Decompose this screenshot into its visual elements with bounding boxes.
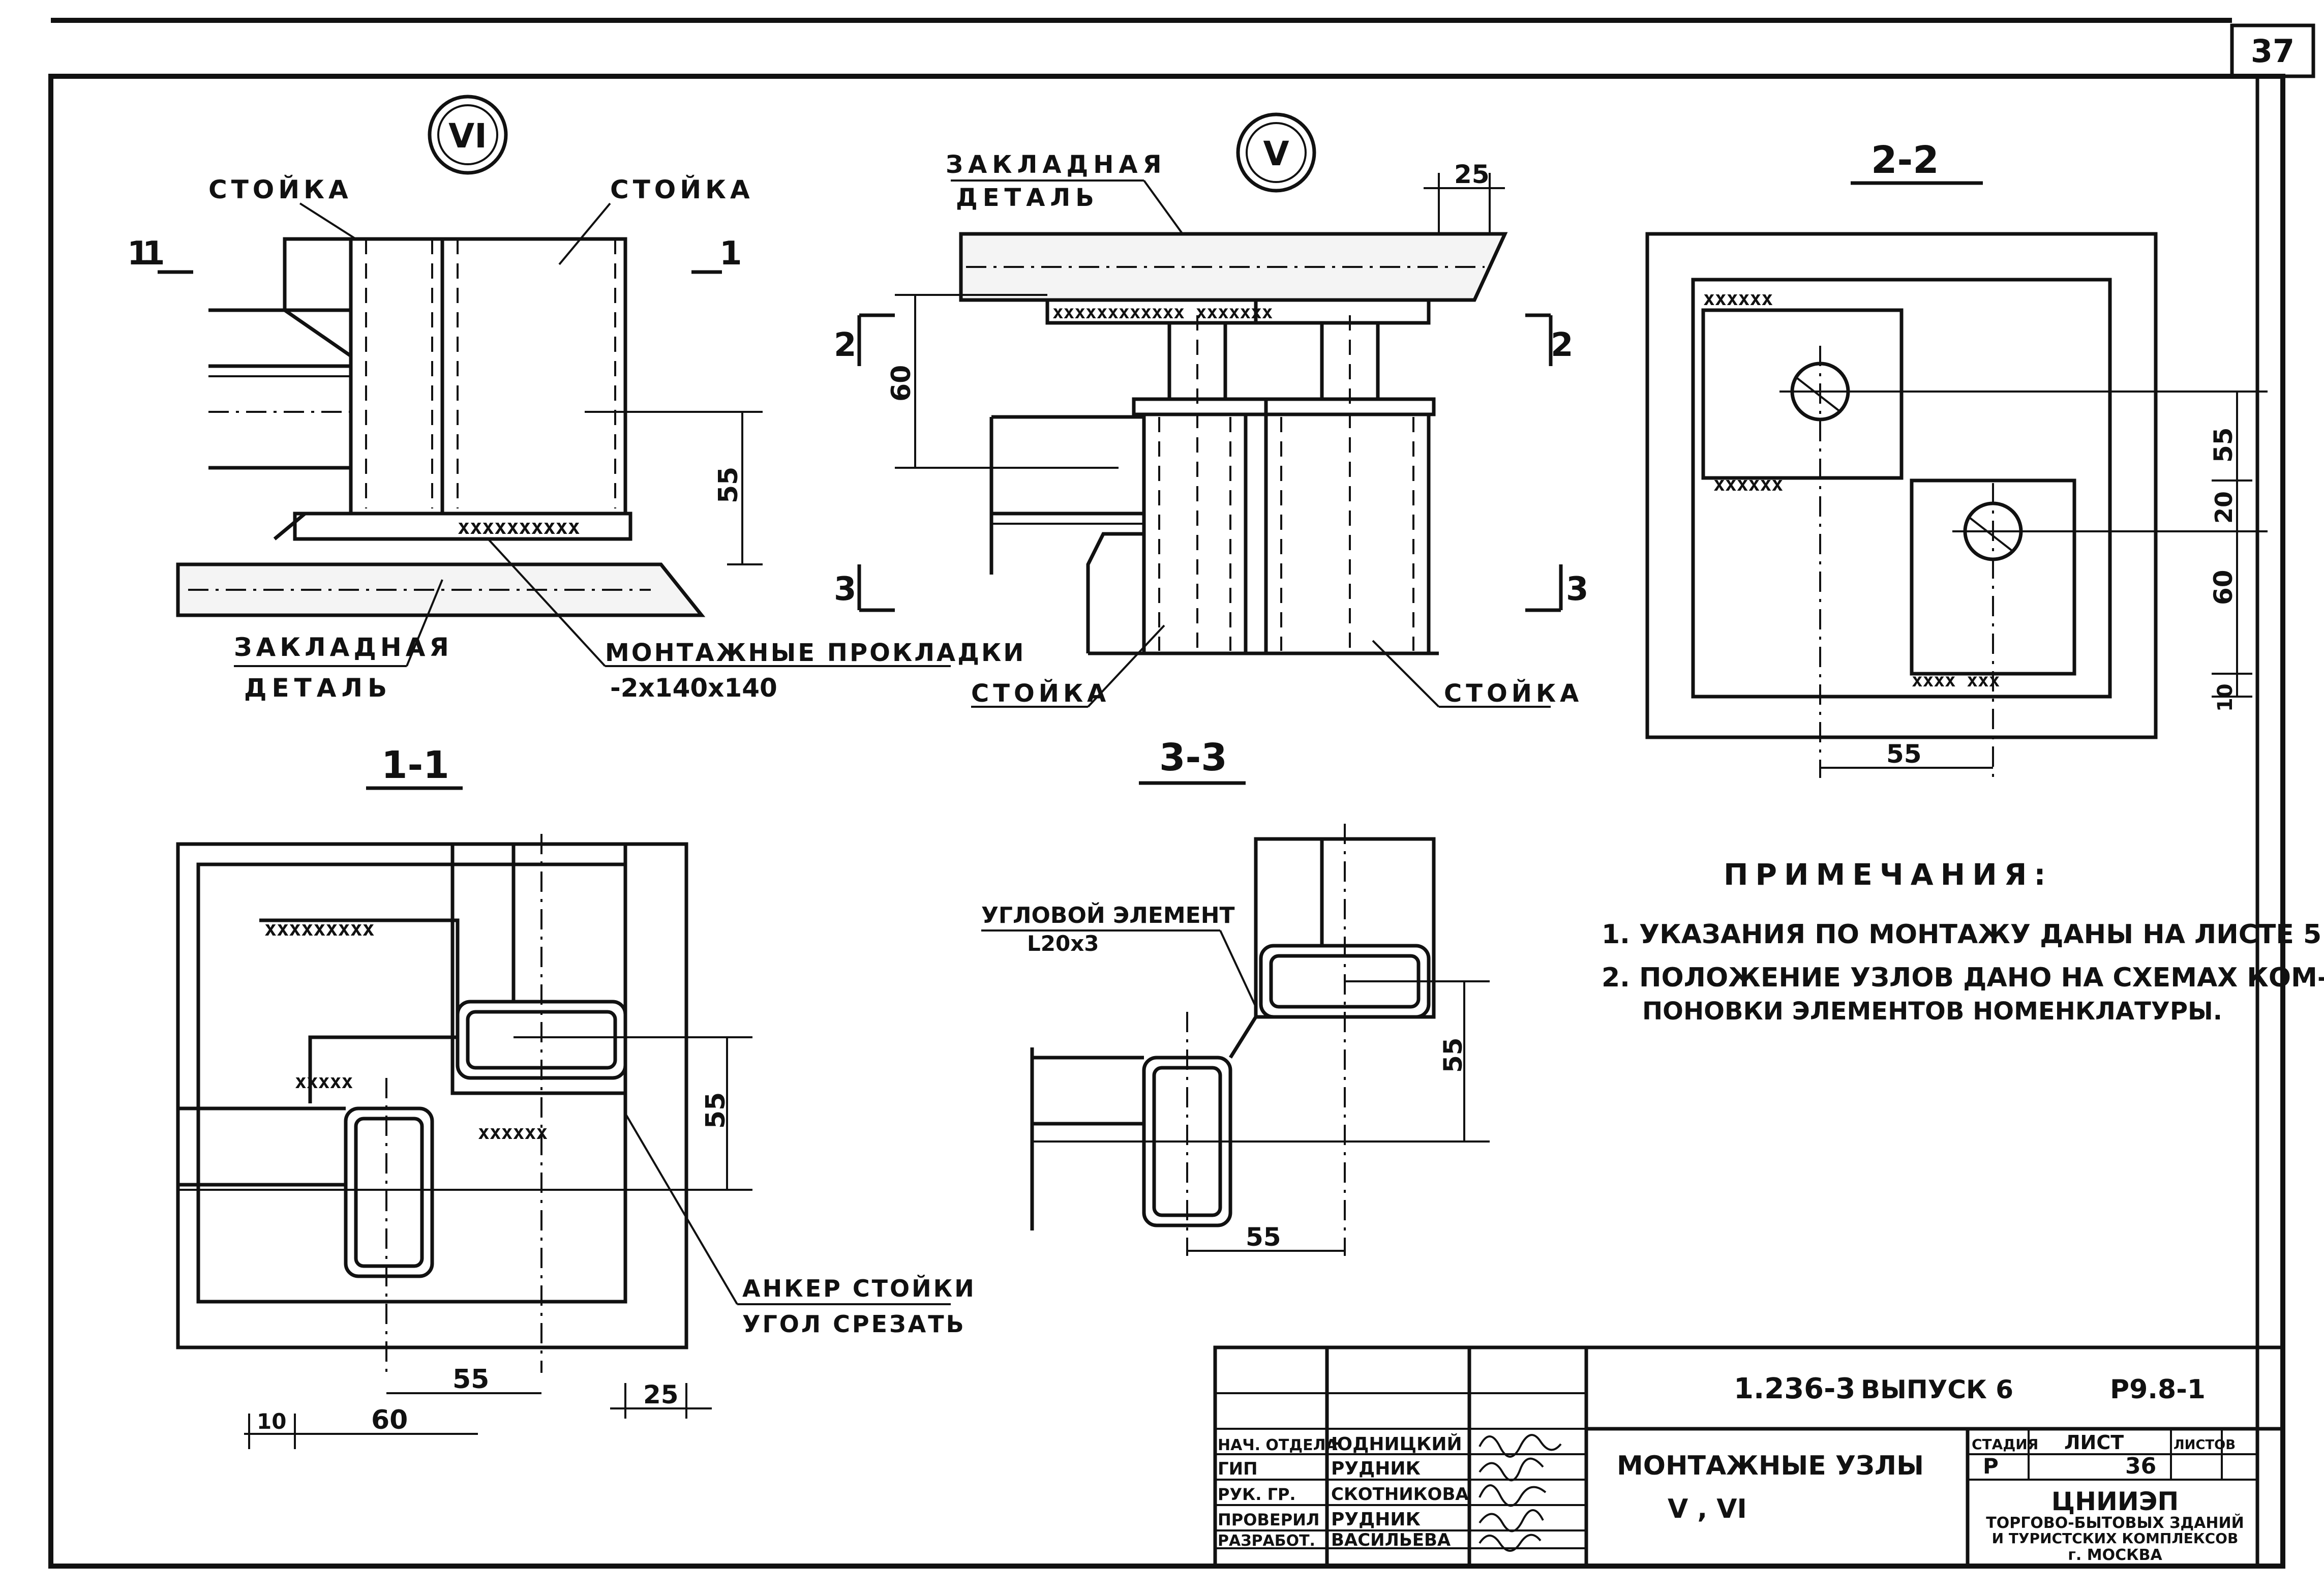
title-block-role-2: РУК. ГР. bbox=[1218, 1485, 1296, 1504]
detail-vi-marker: VI bbox=[448, 116, 487, 156]
detail-vi-label-post-right: СТОЙКА bbox=[610, 174, 754, 204]
title-block-org-2: ТОРГОВО-БЫТОВЫХ ЗДАНИЙ bbox=[1986, 1514, 2244, 1532]
title-block-doc: Р9.8-1 bbox=[2110, 1374, 2206, 1405]
notes-item-3: ПОНОВКИ ЭЛЕМЕНТОВ НОМЕНКЛАТУРЫ. bbox=[1642, 997, 2222, 1026]
title-block-name-4: ВАСИЛЬЕВА bbox=[1331, 1530, 1451, 1550]
detail-vi-label-pads: МОНТАЖНЫЕ ПРОКЛАДКИ bbox=[605, 639, 1025, 667]
section-2-2-dim-55-h: 55 bbox=[1886, 739, 1922, 769]
title-block-role-1: ГИП bbox=[1218, 1459, 1258, 1479]
detail-v-dim-60: 60 bbox=[886, 365, 917, 402]
title-block-role-0: НАЧ. ОТДЕЛА bbox=[1218, 1436, 1338, 1454]
section-1-1-label-anchor: АНКЕР СТОЙКИ bbox=[742, 1275, 976, 1302]
signature-3 bbox=[1478, 1509, 1544, 1533]
detail-vi-marker-outer bbox=[428, 95, 508, 175]
section-2-2-title: 2-2 bbox=[1871, 138, 1939, 182]
section-1-1-dim-55-h: 55 bbox=[452, 1364, 489, 1395]
title-block-drawing-subtitle: V , VI bbox=[1668, 1494, 1747, 1524]
section-1-1-title: 1-1 bbox=[381, 743, 449, 787]
detail-vi-label-post-left: СТОЙКА bbox=[208, 174, 352, 204]
detail-v-marker: V bbox=[1263, 134, 1289, 173]
title-block-sheets-header: ЛИСТОВ bbox=[2174, 1437, 2236, 1453]
signature-4 bbox=[1478, 1534, 1542, 1552]
detail-vi-pads-hatch: xxxxxxxxxx bbox=[458, 516, 580, 539]
title-block-stage-header: СТАДИЯ bbox=[1972, 1436, 2038, 1453]
title-block-issue: ВЫПУСК 6 bbox=[1861, 1375, 2013, 1404]
title-block-stage: Р bbox=[1983, 1454, 1999, 1479]
notes-title: ПРИМЕЧАНИЯ: bbox=[1724, 857, 2053, 892]
detail-v: V ЗАКЛАДНАЯ ДЕТАЛЬ 25 xxxxxxxxxxxx xxxxx… bbox=[834, 112, 1589, 708]
detail-v-label-post-right: СТОЙКА bbox=[1444, 679, 1583, 708]
section-3-3-dim-55-h: 55 bbox=[1246, 1222, 1281, 1252]
section-2-2-dim-60: 60 bbox=[2209, 569, 2238, 605]
detail-vi-concrete bbox=[176, 562, 706, 617]
detail-v-section-3-left: 3 bbox=[834, 570, 857, 608]
detail-v-embed-hatch: xxxxxxxxxxxx xxxxxxx bbox=[1052, 302, 1273, 323]
detail-v-dim-25: 25 bbox=[1454, 160, 1490, 189]
section-2-2-dim-20: 20 bbox=[2210, 491, 2238, 524]
detail-v-label-embedded: ЗАКЛАДНАЯ bbox=[946, 151, 1167, 179]
detail-vi-label-pads-size: -2x140x140 bbox=[610, 673, 777, 703]
title-block-org-1: ЦНИИЭП bbox=[2051, 1487, 2179, 1516]
title-block-sheet: 36 bbox=[2125, 1453, 2156, 1479]
section-1-1-dim-10: 10 bbox=[257, 1409, 286, 1434]
title-block-name-3: РУДНИК bbox=[1331, 1509, 1421, 1530]
detail-v-section-2-left: 2 bbox=[834, 326, 857, 364]
detail-v-label-post-left: СТОЙКА bbox=[971, 679, 1110, 708]
title-block-code: 1.236-3 bbox=[1734, 1372, 1855, 1405]
section-3-3: 3-3 55 55 УГЛОВОЙ ЭЛЕМЕНТ L20x3 bbox=[981, 736, 1490, 1256]
signature-1 bbox=[1478, 1457, 1544, 1482]
title-block-org-3: И ТУРИСТСКИХ КОМПЛЕКСОВ bbox=[1992, 1530, 2239, 1547]
detail-vi-label-embedded-2: ДЕТАЛЬ bbox=[244, 673, 392, 703]
title-block-name-0: ЮДНИЦКИЙ bbox=[1331, 1433, 1462, 1455]
section-1-1-dim-55-v: 55 bbox=[701, 1092, 731, 1129]
detail-vi-dim-55: 55 bbox=[713, 467, 744, 503]
title-block-drawing-title: МОНТАЖНЫЕ УЗЛЫ bbox=[1617, 1451, 1924, 1481]
section-1-1-hatch-b: xxxxx bbox=[295, 1070, 353, 1093]
section-3-3-dim-55-v: 55 bbox=[1438, 1037, 1468, 1073]
title-block-org-4: г. МОСКВА bbox=[2068, 1546, 2162, 1564]
title-block-name-1: РУДНИК bbox=[1331, 1458, 1421, 1479]
title-block-role-4: РАЗРАБОТ. bbox=[1218, 1532, 1315, 1550]
section-1-1-dim-25: 25 bbox=[643, 1380, 679, 1409]
signature-2 bbox=[1478, 1484, 1547, 1507]
notes: ПРИМЕЧАНИЯ: 1. УКАЗАНИЯ ПО МОНТАЖУ ДАНЫ … bbox=[1602, 857, 2324, 1026]
notes-item-1: 1. УКАЗАНИЯ ПО МОНТАЖУ ДАНЫ НА ЛИСТЕ 5. bbox=[1602, 919, 2324, 950]
detail-vi-section-left: 1 bbox=[127, 235, 150, 273]
detail-v-marker-inner bbox=[1246, 122, 1307, 183]
section-2-2-dim-55-v: 55 bbox=[2209, 427, 2238, 463]
detail-vi-section-right: 1 bbox=[719, 235, 742, 273]
title-block-sheet-header: ЛИСТ bbox=[2064, 1431, 2124, 1454]
detail-vi-marker-inner bbox=[437, 104, 498, 165]
title-block: 1.236-3 ВЫПУСК 6 Р9.8-1 МОНТАЖНЫЕ УЗЛЫ V… bbox=[1213, 1345, 2285, 1568]
detail-v-section-3-right: 3 bbox=[1566, 570, 1589, 608]
section-1-1-label-anchor-2: УГОЛ СРЕЗАТЬ bbox=[742, 1310, 966, 1338]
section-1-1-hatch-c: xxxxxx bbox=[478, 1121, 548, 1144]
section-2-2-hatch-b: xxxxxx bbox=[1713, 473, 1783, 495]
section-2-2-hatch-a: xxxxxx bbox=[1703, 287, 1773, 310]
sheet-number: 37 bbox=[2251, 33, 2295, 70]
sheet-frame: 37 bbox=[48, 18, 2315, 1569]
section-3-3-label-angle: УГЛОВОЙ ЭЛЕМЕНТ bbox=[981, 902, 1235, 928]
detail-vi: VI СТОЙКА СТОЙКА 1 1 1 xxxxxxxxxx bbox=[127, 95, 1025, 703]
detail-vi-section-left-2: 1 bbox=[142, 235, 165, 273]
title-block-name-2: СКОТНИКОВА bbox=[1331, 1484, 1469, 1505]
title-block-role-3: ПРОВЕРИЛ bbox=[1218, 1510, 1320, 1529]
section-1-1: 1-1 xxxxxxxxx xxxxx xxxxxx 55 55 10 60 bbox=[176, 743, 976, 1449]
section-3-3-label-angle-size: L20x3 bbox=[1027, 931, 1099, 956]
detail-v-label-embedded-2: ДЕТАЛЬ bbox=[956, 184, 1099, 212]
section-3-3-title: 3-3 bbox=[1159, 736, 1227, 779]
section-2-2-hatch-c: xxxx xxx bbox=[1912, 670, 2000, 691]
section-2-2: 2-2 xxxxxx xxxxxx xxxx xxx 55 20 60 10 5… bbox=[1645, 138, 2268, 778]
section-1-1-hatch-a: xxxxxxxxx bbox=[264, 917, 375, 941]
section-1-1-dim-60: 60 bbox=[371, 1405, 408, 1435]
detail-vi-label-embedded: ЗАКЛАДНАЯ bbox=[234, 633, 453, 662]
detail-v-section-2-right: 2 bbox=[1551, 326, 1574, 364]
notes-item-2: 2. ПОЛОЖЕНИЕ УЗЛОВ ДАНО НА СХЕМАХ КОМ- bbox=[1602, 963, 2324, 993]
section-2-2-dim-10: 10 bbox=[2214, 683, 2237, 712]
detail-v-marker-outer bbox=[1236, 112, 1316, 193]
signature-0 bbox=[1478, 1434, 1562, 1458]
